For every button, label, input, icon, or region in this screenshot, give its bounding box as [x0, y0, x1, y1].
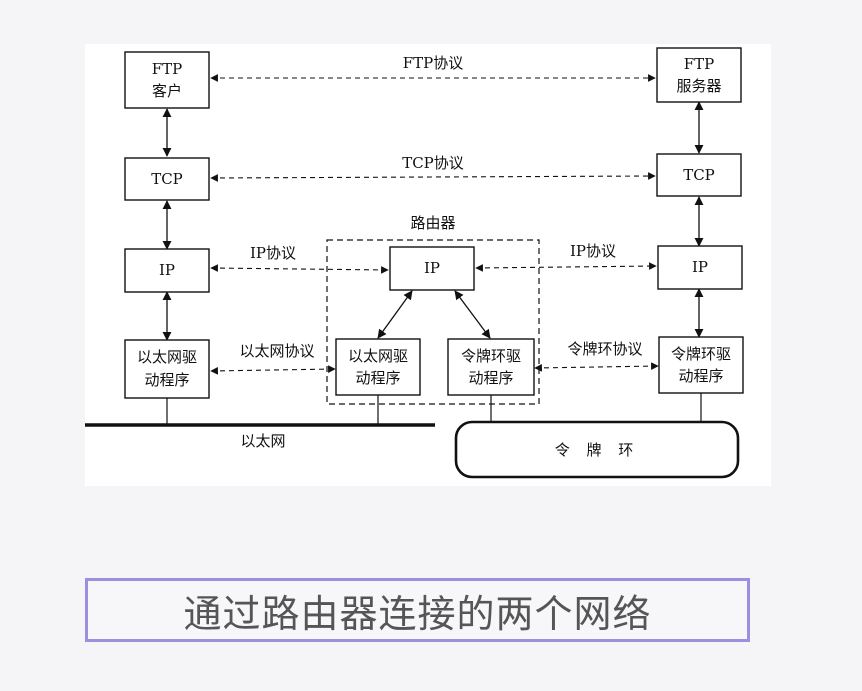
arrow-router-ip-token: [454, 290, 491, 339]
ethernet-driver-router-line1: 以太网驱: [348, 347, 408, 365]
token-ring-driver-right-line2: 动程序: [678, 367, 723, 385]
ip-protocol-label-left: IP协议: [250, 244, 296, 262]
network-diagram: 路由器 FTP协议 TCP协议 IP协议 IP协议 以太网协议 令牌环协议 FT…: [85, 47, 744, 479]
ip-router-box: IP: [389, 246, 475, 291]
token-ring-protocol-line: [534, 362, 659, 372]
arrow-router-ip-eth: [377, 290, 413, 339]
network-diagram-figure: 路由器 FTP协议 TCP协议 IP协议 IP协议 以太网协议 令牌环协议 FT…: [85, 44, 771, 486]
token-ring-driver-right-box: 令牌环驱 动程序: [658, 336, 744, 394]
ftp-protocol-label: FTP协议: [403, 54, 464, 72]
ip-router-label: IP: [424, 259, 440, 277]
ftp-client-box: FTP 客户: [124, 51, 210, 109]
ip-left-label: IP: [159, 261, 175, 279]
router-boundary: [326, 239, 540, 405]
tcp-left-box: TCP: [124, 157, 210, 201]
ethernet-protocol-line: [210, 365, 336, 375]
ip-right-label: IP: [692, 258, 708, 276]
ftp-server-box: FTP 服务器: [656, 47, 742, 103]
ethernet-driver-router-line2: 动程序: [355, 369, 400, 387]
ip-right-box: IP: [657, 245, 743, 290]
ip-protocol-line-left: [210, 264, 389, 274]
ethernet-protocol-label: 以太网协议: [239, 342, 314, 360]
ip-left-box: IP: [124, 248, 210, 293]
ethernet-network-label: 以太网: [240, 432, 285, 450]
ftp-client-line2: 客户: [152, 82, 182, 100]
ftp-client-line1: FTP: [152, 60, 183, 78]
ethernet-driver-left-line1: 以太网驱: [137, 348, 197, 366]
tcp-protocol-line: [210, 172, 656, 182]
ethernet-driver-left-box: 以太网驱 动程序: [124, 339, 210, 399]
token-ring-driver-right-line1: 令牌环驱: [671, 345, 731, 363]
caption-text: 通过路由器连接的两个网络: [183, 591, 652, 636]
token-ring-network: [454, 420, 740, 479]
token-ring-driver-router-line2: 动程序: [468, 369, 513, 387]
tcp-right-box: TCP: [656, 153, 742, 197]
token-ring-driver-router-box: 令牌环驱 动程序: [447, 338, 535, 396]
ftp-server-line1: FTP: [684, 55, 715, 73]
token-ring-driver-router-line1: 令牌环驱: [461, 347, 521, 365]
token-ring-protocol-label: 令牌环协议: [567, 340, 642, 358]
ip-protocol-label-right: IP协议: [570, 242, 616, 260]
caption-box: 通过路由器连接的两个网络: [85, 578, 750, 642]
ethernet-driver-router-box: 以太网驱 动程序: [335, 338, 421, 396]
tcp-protocol-label: TCP协议: [402, 154, 464, 172]
ftp-server-line2: 服务器: [676, 77, 721, 95]
ethernet-driver-left-line2: 动程序: [144, 371, 189, 389]
token-ring-network-label: 令 牌 环: [555, 441, 640, 459]
tcp-right-label: TCP: [683, 166, 715, 184]
router-label: 路由器: [410, 214, 455, 232]
ip-protocol-line-right: [475, 262, 657, 272]
tcp-left-label: TCP: [151, 170, 183, 188]
